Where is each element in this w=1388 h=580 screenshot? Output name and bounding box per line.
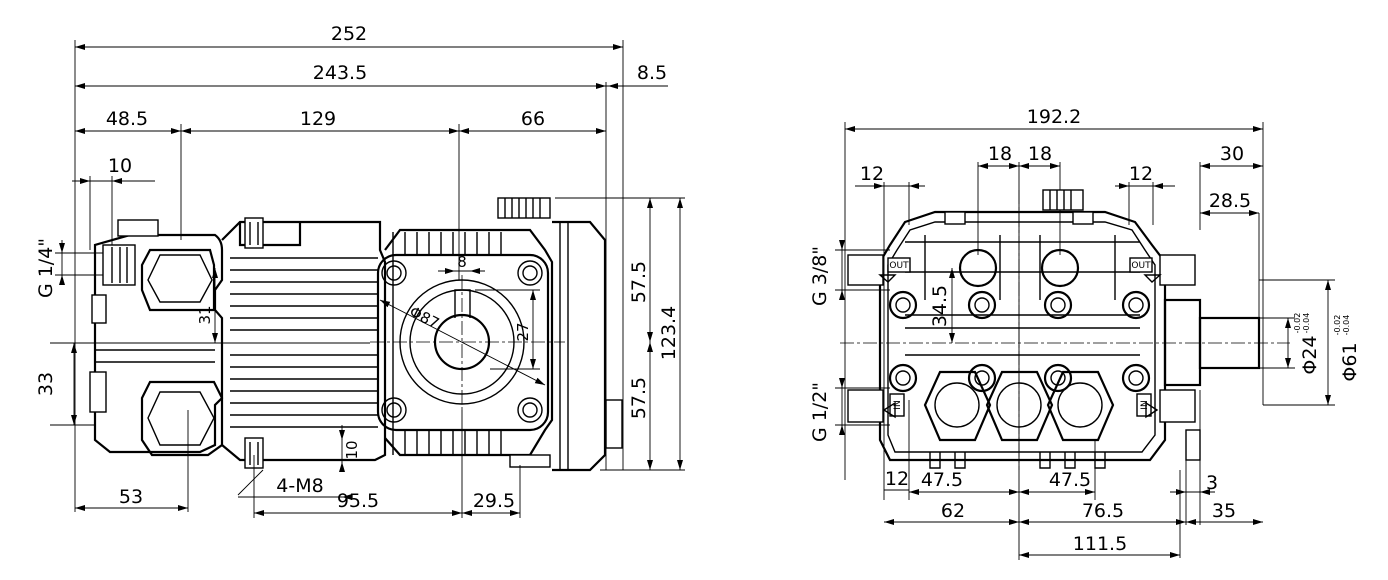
dim-28-5: 28.5 — [1200, 190, 1260, 318]
dim-3: 3 — [1170, 472, 1218, 495]
dim-8-5: 8.5 — [606, 62, 668, 89]
dim-10-vertical: 10 — [339, 425, 361, 472]
label-95-5: 95.5 — [337, 490, 379, 512]
dim-243-5: 243.5 — [75, 62, 606, 89]
label-243-5: 243.5 — [313, 62, 367, 84]
label-28-5: 28.5 — [1209, 190, 1251, 212]
label-76-5: 76.5 — [1082, 500, 1124, 522]
label-in-right: IN — [1140, 400, 1150, 409]
front-view: 192.2 12 18 18 12 30 — [809, 106, 1361, 560]
label-111-5: 111.5 — [1073, 533, 1127, 555]
label-18-right: 18 — [1028, 143, 1052, 165]
dim-30: 30 — [1200, 143, 1263, 169]
label-123-4: 123.4 — [658, 306, 680, 360]
label-47-5-right: 47.5 — [1049, 469, 1091, 491]
label-48-5: 48.5 — [106, 108, 148, 130]
label-30: 30 — [1220, 143, 1244, 165]
dim-phi61: Φ61 -0.02 -0.04 — [1259, 279, 1361, 406]
label-8-5: 8.5 — [637, 62, 667, 84]
dim-53: 53 — [75, 486, 188, 511]
label-53: 53 — [119, 486, 143, 508]
side-view: 252 243.5 8.5 48.5 129 66 10 — [35, 23, 685, 518]
dim-95-5: 95.5 — [254, 490, 462, 516]
dim-111-5: 111.5 — [1019, 533, 1180, 558]
label-66: 66 — [521, 108, 545, 130]
dim-12-bottom: 12 — [884, 468, 909, 491]
label-12-top-left: 12 — [860, 163, 884, 185]
label-10-top: 10 — [108, 155, 132, 177]
label-57-5-lower: 57.5 — [628, 377, 650, 419]
label-phi61: Φ61 — [1339, 342, 1361, 381]
label-47-5-left: 47.5 — [921, 469, 963, 491]
dim-phi24: Φ24 -0.02 -0.04 — [1259, 313, 1321, 375]
label-out-left: OUT — [889, 261, 909, 271]
dim-g14: G 1/4" — [35, 238, 110, 298]
label-35: 35 — [1212, 500, 1236, 522]
dim-33: 33 — [35, 342, 370, 426]
dim-g38: G 3/8" — [809, 240, 890, 306]
dim-12-top-left: 12 — [855, 163, 925, 189]
label-phi24: Φ24 — [1299, 335, 1321, 374]
label-18-left: 18 — [988, 143, 1012, 165]
dim-35: 35 — [1186, 500, 1263, 525]
dim-34-5: 34.5 — [929, 268, 955, 343]
label-34-5: 34.5 — [929, 285, 951, 327]
label-phi24-tol-lower: -0.04 — [1302, 313, 1311, 334]
label-129: 129 — [300, 108, 336, 130]
label-g12: G 1/2" — [809, 382, 831, 442]
label-phi61-tol-upper: -0.02 — [1333, 315, 1342, 336]
dim-8: 8 — [438, 253, 485, 274]
label-in-left: IN — [893, 400, 903, 409]
dim-4-m8: 4-M8 — [237, 469, 352, 500]
label-4-m8: 4-M8 — [276, 475, 323, 497]
label-10-vertical: 10 — [343, 440, 361, 459]
dim-57-5-123-4: 57.5 57.5 123.4 — [555, 197, 685, 471]
dim-47-5-pair: 47.5 47.5 — [909, 469, 1095, 495]
label-57-5-upper: 57.5 — [628, 261, 650, 303]
dim-29-5: 29.5 — [462, 490, 520, 516]
label-phi61-tol-lower: -0.04 — [1342, 315, 1351, 336]
label-g14: G 1/4" — [35, 238, 57, 298]
label-12-top-right: 12 — [1129, 163, 1153, 185]
label-12-bottom: 12 — [885, 468, 909, 490]
label-out-right: OUT — [1131, 261, 1151, 271]
label-8: 8 — [457, 253, 467, 271]
dim-48-5-129-66: 48.5 129 66 — [75, 108, 606, 134]
label-27: 27 — [514, 322, 532, 341]
dim-252: 252 — [75, 23, 623, 50]
dim-192-2: 192.2 — [845, 106, 1263, 132]
label-29-5: 29.5 — [473, 490, 515, 512]
label-252: 252 — [331, 23, 367, 45]
label-192-2: 192.2 — [1027, 106, 1081, 128]
label-phi24-tol-upper: -0.02 — [1293, 313, 1302, 334]
label-g38: G 3/8" — [809, 246, 831, 306]
dim-62: 62 — [884, 500, 1019, 525]
label-31: 31 — [196, 305, 214, 324]
dim-12-top-right: 12 — [1115, 163, 1175, 189]
dim-10-top: 10 — [72, 155, 155, 184]
label-62: 62 — [941, 500, 965, 522]
label-3: 3 — [1206, 472, 1218, 494]
label-33: 33 — [35, 372, 57, 396]
dim-76-5: 76.5 — [1019, 500, 1186, 525]
dim-27: 27 — [475, 289, 540, 370]
dim-18-18: 18 18 — [978, 143, 1060, 169]
